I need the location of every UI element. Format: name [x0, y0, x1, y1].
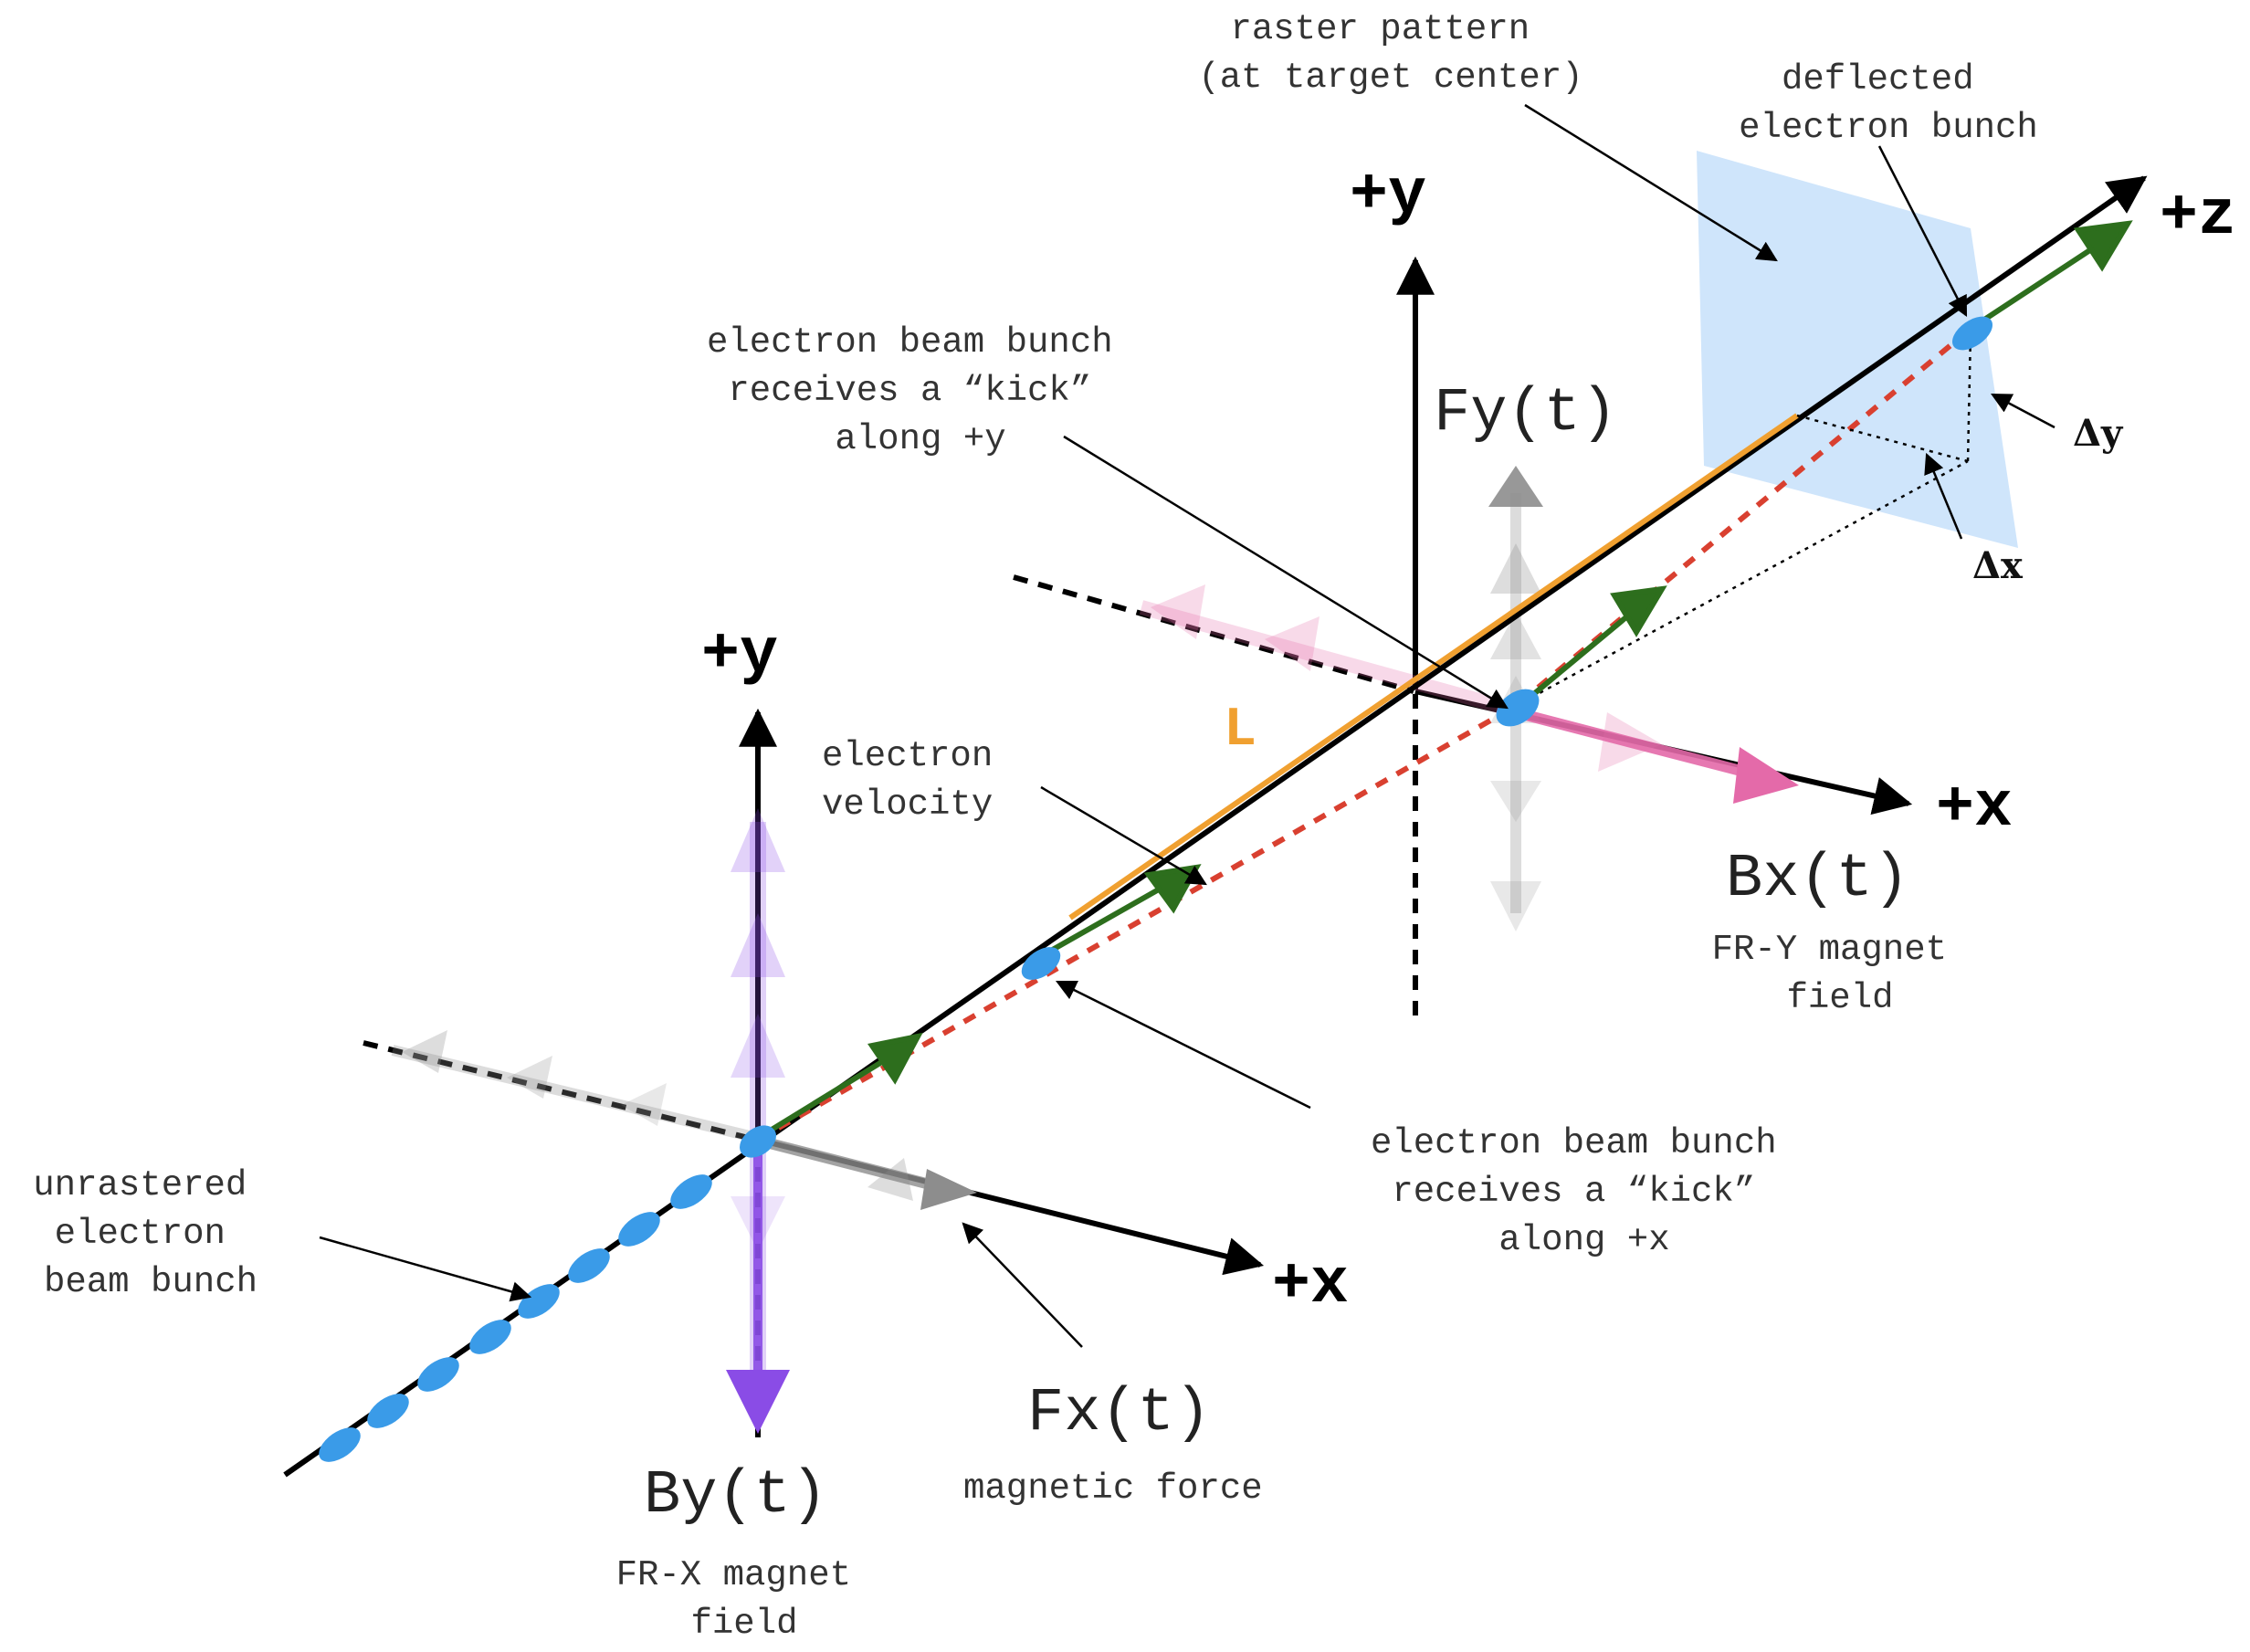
fx-force-arrows: [391, 1030, 977, 1210]
fx-label: Fx(t): [1027, 1379, 1211, 1448]
fy-force-arrow-head: [1488, 466, 1543, 507]
x-axis-left-neg: [363, 1040, 757, 1142]
deflected-bunch-label: deflected electron bunch: [1739, 59, 2038, 148]
delta-x-label: Δx: [1972, 544, 2024, 587]
fr-x-field-label: FR-X magnet field: [616, 1555, 873, 1644]
axis-label-z: +z: [2160, 181, 2236, 253]
bunch-at-fr-x: [740, 1125, 776, 1158]
fy-label: Fy(t): [1434, 379, 1617, 448]
drift-length-label: L: [1224, 700, 1256, 762]
electron-velocity-label: electron velocity: [822, 736, 1015, 825]
by-field-arrows: [726, 808, 790, 1434]
raster-pattern-label: raster pattern (at target center): [1198, 9, 1582, 98]
deflected-bunch: [1952, 316, 1992, 351]
unrastered-bunches: [319, 1174, 712, 1462]
delta-y-label: Δy: [2073, 412, 2124, 455]
bx-label: Bx(t): [1726, 845, 1909, 914]
bx-field-arrow-head: [1733, 747, 1799, 804]
velocity-arrows: [765, 220, 2133, 1135]
unrastered-label: unrastered electron beam bunch: [33, 1165, 268, 1302]
bx-field-arrows: [1139, 584, 1799, 804]
x-axis-right-neg: [1013, 574, 1414, 694]
kick-y-label: electron beam bunch receives a “kick” al…: [707, 322, 1134, 459]
kick-x-label: electron beam bunch receives a “kick” al…: [1371, 1123, 1798, 1260]
bunch-drift: [1021, 947, 1061, 980]
magnetic-force-label: magnetic force: [963, 1468, 1263, 1509]
by-field-arrow-head: [726, 1370, 790, 1434]
deflected-beam-path: [756, 326, 1972, 1142]
by-label: By(t): [644, 1461, 827, 1531]
fx-force-arrow-head: [920, 1169, 977, 1210]
axis-label-y-right: +y: [1350, 160, 1426, 232]
axis-label-x-left: +x: [1272, 1249, 1349, 1321]
z-axis-beamline: [283, 175, 2148, 1478]
axis-label-y-left: +y: [701, 619, 778, 691]
fr-y-field-label: FR-Y magnet field: [1712, 930, 1969, 1018]
drift-length-line: [1068, 413, 1799, 921]
leader-lines: [319, 103, 2055, 1348]
axis-label-x-right: +x: [1936, 773, 2013, 845]
